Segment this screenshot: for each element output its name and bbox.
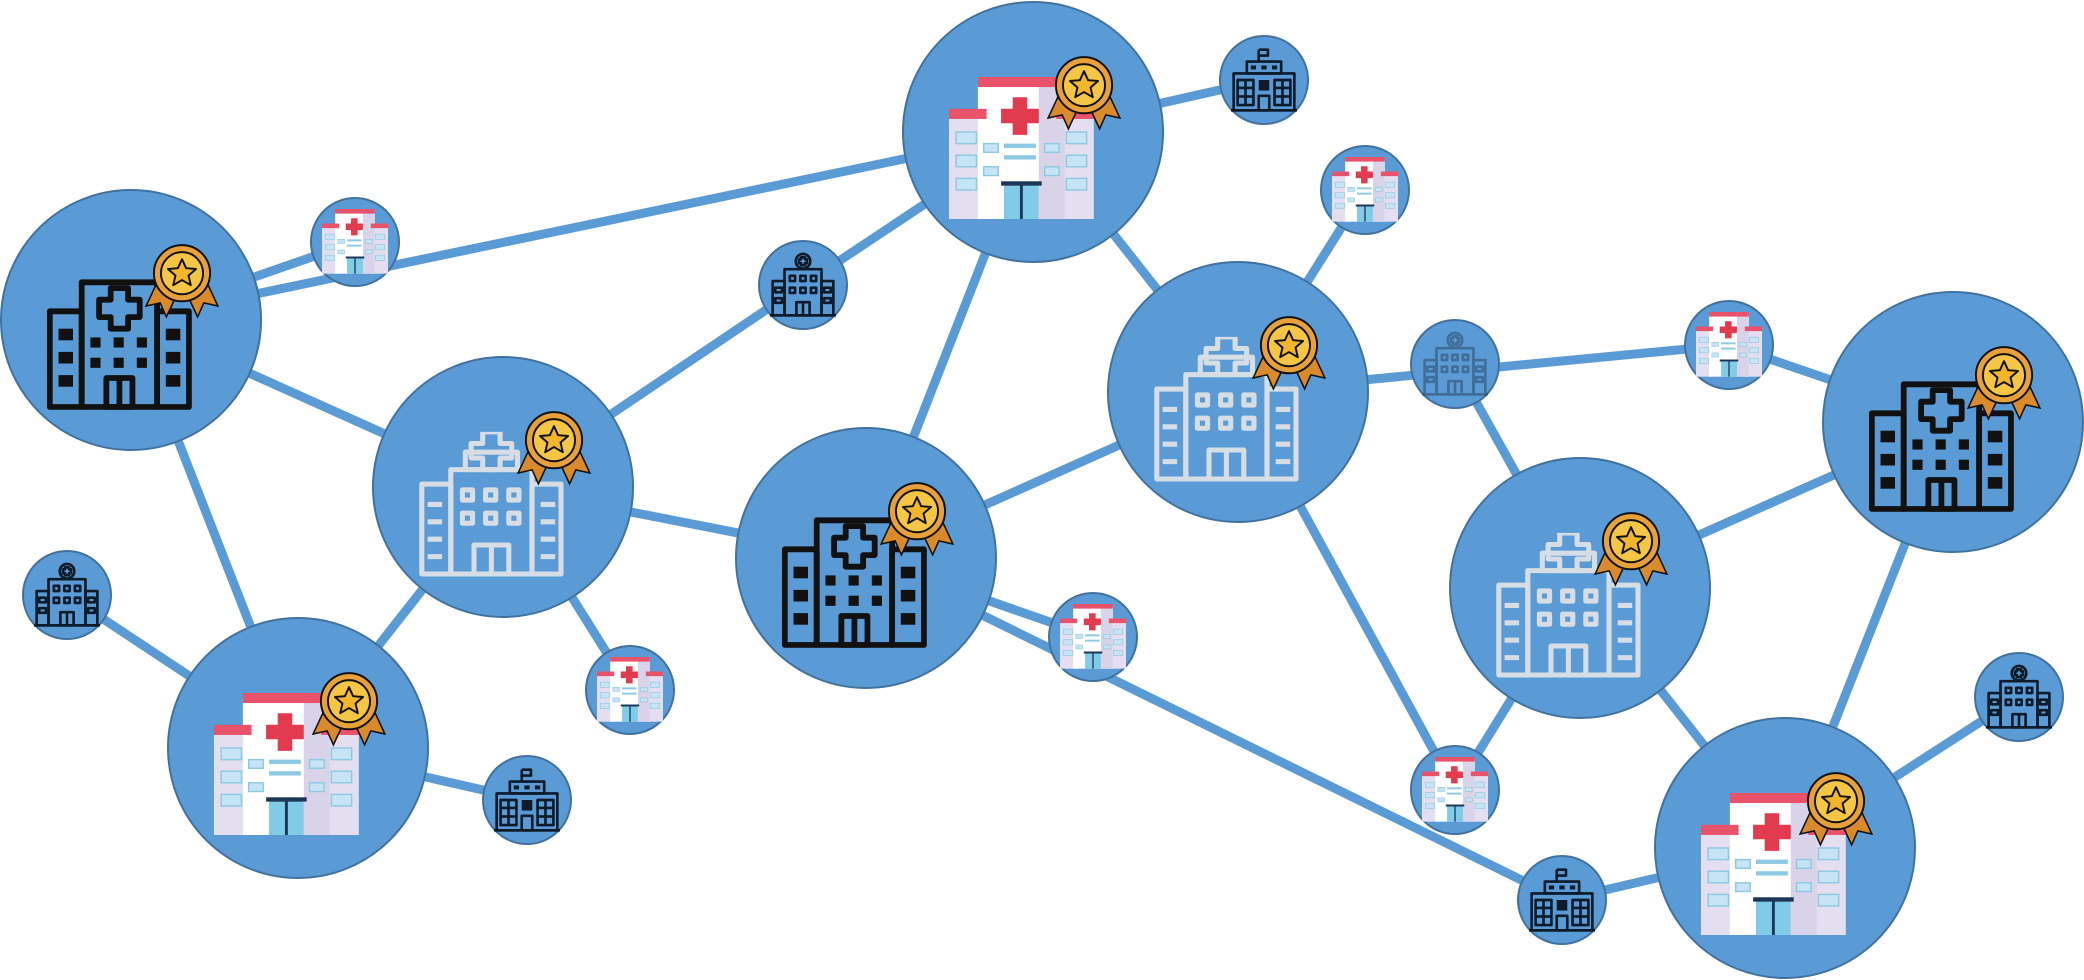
node-circle (1107, 261, 1369, 523)
node-small-far-left-clinic (22, 550, 112, 640)
node-circle (22, 550, 112, 640)
node-small-center-lower-hospital (1048, 592, 1138, 682)
node-hub-center-right (1107, 261, 1369, 523)
node-hub-top-center (902, 1, 1164, 263)
edge-hub-left-to-hub-top-center (126, 127, 1038, 325)
node-small-lower-mid-hospital (585, 645, 675, 735)
node-small-bottom-center-hospital (1410, 745, 1500, 835)
node-circle (1449, 457, 1711, 719)
node-circle (372, 356, 634, 618)
node-small-top-left-hospital (310, 197, 400, 287)
node-small-right-top-hospital (1684, 300, 1774, 390)
node-small-upper-right-hospital (1320, 145, 1410, 235)
node-small-top-right-building (1219, 35, 1309, 125)
node-hub-bottom-right (1654, 717, 1916, 979)
node-hub-far-right (1822, 291, 2084, 553)
node-small-bottom-left-building (482, 755, 572, 845)
node-hub-center (735, 427, 997, 689)
node-small-right-clinic-faded (1410, 319, 1500, 409)
node-hub-center-left (372, 356, 634, 618)
node-circle (1974, 652, 2064, 742)
node-hub-bottom-left (167, 617, 429, 879)
node-small-far-right-clinic (1974, 652, 2064, 742)
node-hub-right-middle (1449, 457, 1711, 719)
node-small-mid-clinic (758, 240, 848, 330)
node-small-bottom-building (1517, 855, 1607, 945)
node-circle (1410, 319, 1500, 409)
node-hub-left (0, 189, 262, 451)
node-circle (758, 240, 848, 330)
